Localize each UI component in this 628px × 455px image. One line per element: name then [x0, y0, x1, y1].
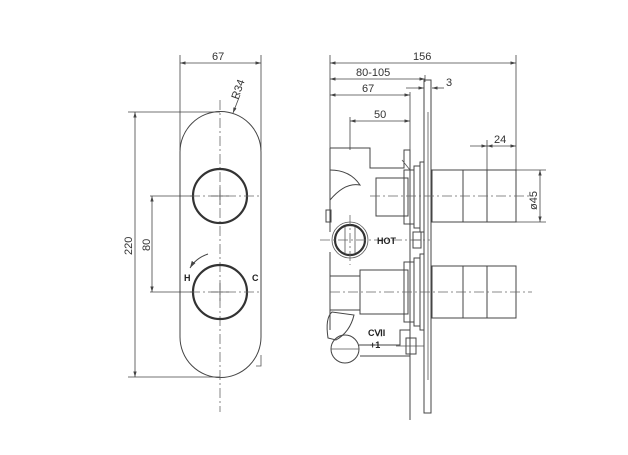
knob-length-dimension: 24: [494, 134, 506, 146]
faceplate-outline: [179, 111, 262, 378]
overall-depth-dimension: 156: [413, 51, 431, 63]
body-depth-dimension: 67: [362, 83, 374, 95]
cold-label: C: [252, 273, 259, 283]
rotation-arrow-icon: [189, 253, 209, 269]
adjustable-depth-dimension: 80-105: [356, 67, 390, 79]
wall-plate: [423, 79, 432, 414]
inlet-dimension: 50: [374, 109, 386, 121]
knob-diameter-dimension: ø45: [528, 191, 540, 210]
hot-label: H: [184, 273, 191, 283]
hot-inlet-label: HOT: [377, 236, 397, 246]
width-dimension: 67: [212, 51, 224, 63]
plate-thickness-dimension: 3: [446, 77, 452, 89]
outlet-elbow: [326, 311, 355, 341]
front-view: H C 67 R34 220 80: [123, 51, 262, 412]
height-dimension: 220: [123, 237, 135, 255]
spacing-dimension: 80: [141, 239, 153, 251]
side-view: 156 80-105 67 3 50: [320, 51, 546, 420]
outlet-label-line1: CⅥI: [368, 328, 385, 338]
outlet-label-line2: +1: [370, 340, 380, 350]
radius-dimension: R34: [230, 78, 248, 101]
